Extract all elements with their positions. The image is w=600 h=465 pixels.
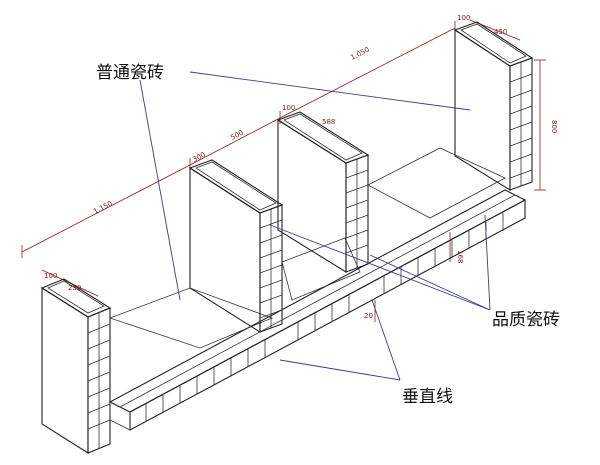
leader-lines [139, 71, 491, 381]
pillar-3-tiles [345, 159, 369, 268]
dim-100-left: 100 [44, 272, 57, 280]
label-ordinary-brick: 普通瓷砖 [96, 63, 164, 83]
pillar-2-tiles [259, 209, 283, 328]
dim-1150: 1,150 [92, 200, 113, 216]
floor-segment-1 [108, 287, 274, 349]
dim-588: 588 [322, 118, 335, 126]
dim-168: 168 [456, 250, 464, 263]
right-pillar-tiles [509, 62, 533, 186]
dim-800: 800 [550, 120, 558, 133]
label-quality-brick: 品质瓷砖 [492, 310, 560, 330]
dim-100-mid: 100 [282, 104, 295, 112]
floor-segment-3 [367, 147, 506, 219]
floor-segment-2 [281, 237, 361, 301]
label-vertical-line: 垂直线 [402, 387, 453, 407]
dim-20: 20 [364, 312, 373, 320]
quality-tile-base [108, 189, 527, 431]
pillar-2 [188, 159, 284, 333]
dim-500: 500 [229, 129, 245, 142]
dim-1050: 1,050 [349, 46, 370, 62]
dim-100-right: 100 [457, 14, 470, 22]
dim-250-left: 250 [68, 284, 81, 292]
left-pillar-tiles [87, 313, 111, 449]
dim-300: 300 [191, 151, 207, 164]
base-tile-joints [119, 194, 516, 421]
dim-450: 450 [494, 28, 507, 36]
pillar-3 [276, 111, 370, 273]
left-end-pillar [40, 278, 112, 454]
right-end-pillar [453, 21, 534, 191]
